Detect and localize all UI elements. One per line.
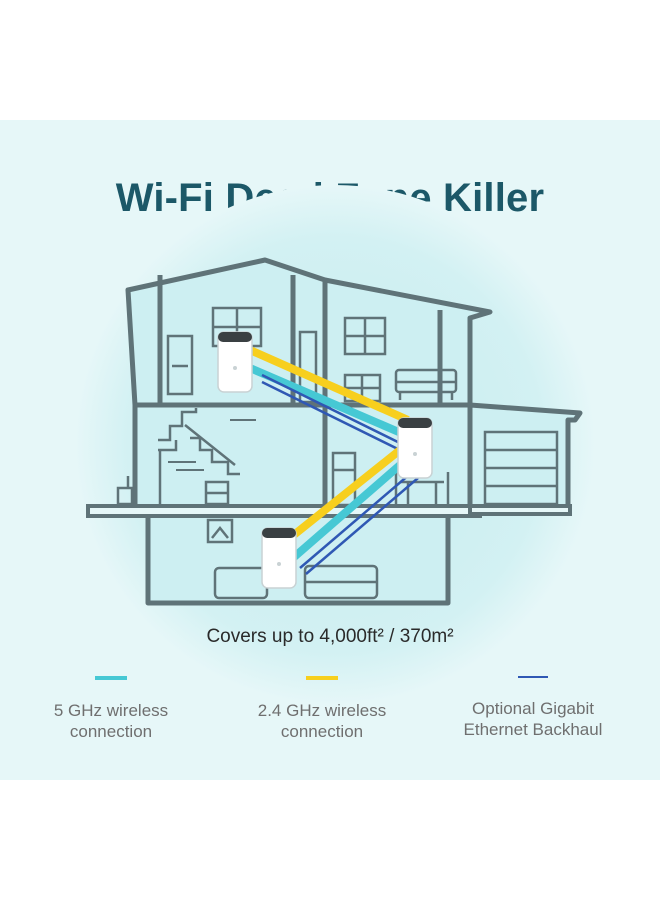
legend-swatch-ethernet <box>518 676 548 678</box>
legend-label-5ghz: 5 GHz wireless connection <box>53 701 169 741</box>
legend-ethernet: Optional Gigabit Ethernet Backhaul <box>433 676 633 740</box>
house-illustration <box>75 185 595 705</box>
beam-ethernet-lower-1 <box>299 473 411 569</box>
porch-slab <box>86 504 482 518</box>
legend-24ghz: 2.4 GHz wireless connection <box>222 676 422 742</box>
window-icon-right <box>343 316 387 356</box>
beam-5ghz-lower <box>282 461 403 569</box>
deco-router-icon-top <box>217 331 253 393</box>
beam-5ghz-upper <box>248 364 410 440</box>
deco-router-icon-bottom <box>261 527 297 589</box>
brick-wall-icon <box>168 419 256 471</box>
garage-door-icon <box>483 430 559 506</box>
nightstand-icon <box>204 480 230 506</box>
infographic-panel: Wi-Fi Dead Zone Killer <box>0 120 660 780</box>
fridge-icon <box>331 451 357 507</box>
bed-icon <box>394 368 458 400</box>
bookshelf-icon <box>298 330 318 404</box>
beam-ethernet-lower-2 <box>305 477 419 575</box>
beam-ethernet-upper-2 <box>261 380 411 457</box>
garage-slab <box>468 504 572 516</box>
legend-5ghz: 5 GHz wireless connection <box>11 676 211 742</box>
beam-24ghz-upper <box>248 346 410 424</box>
porch-chair-icon <box>116 476 134 506</box>
dining-table-icon <box>394 472 450 504</box>
deco-router-icon-middle <box>397 417 433 479</box>
legend-swatch-5ghz <box>95 676 127 680</box>
beam-ethernet-upper-1 <box>261 373 411 450</box>
coverage-text: Covers up to 4,000ft² / 370m² <box>206 626 454 647</box>
legend-swatch-24ghz <box>306 676 338 680</box>
picture-frame-icon <box>206 518 234 544</box>
door-icon <box>166 334 194 396</box>
stairs-icon <box>158 408 240 504</box>
legend-label-24ghz: 2.4 GHz wireless connection <box>257 701 387 741</box>
legend-label-ethernet: Optional Gigabit Ethernet Backhaul <box>463 699 603 739</box>
